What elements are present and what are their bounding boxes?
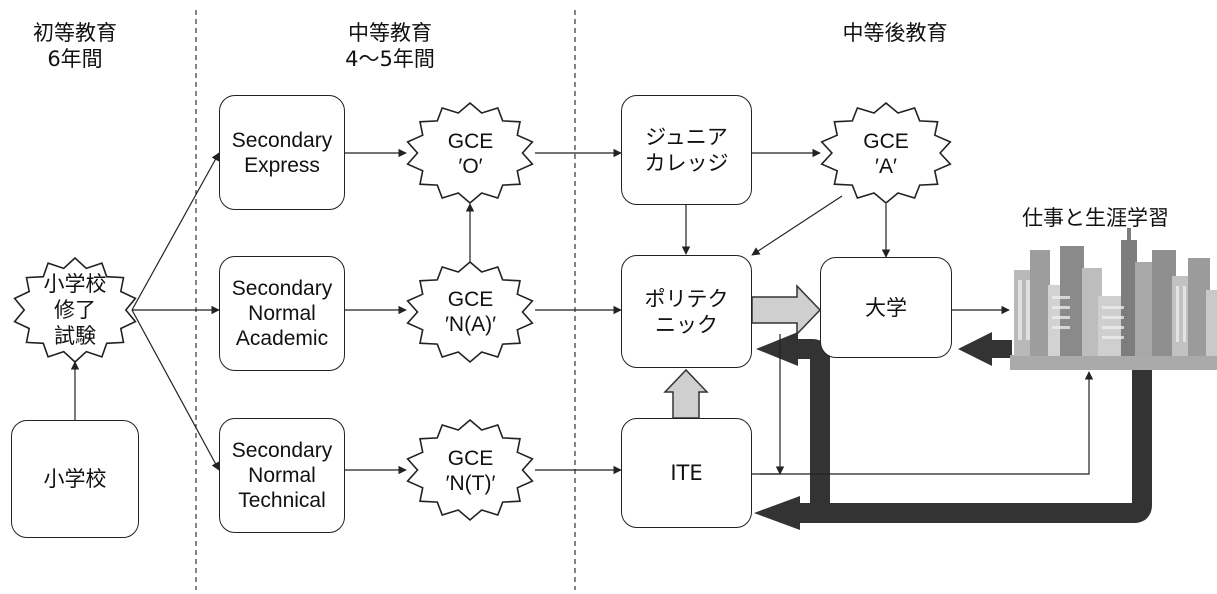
- header-line: 初等教育: [33, 21, 117, 45]
- header-line: 中等後教育: [842, 21, 948, 45]
- thick-arrow-work-to-university: [958, 332, 1012, 366]
- arrow-psle-to-nt: [131, 309, 220, 471]
- gce-o-star: [406, 101, 534, 205]
- thick-return-arrow-work-to-ite: [754, 360, 1152, 530]
- gce-a-star: [820, 101, 952, 205]
- node-secondary-normal-technical: Secondary Normal Technical: [219, 418, 345, 533]
- column-header-primary: 初等教育 6年間: [0, 20, 150, 72]
- city-skyline-icon: [1010, 228, 1217, 370]
- header-line: 4～5年間: [345, 47, 435, 71]
- arrow-psle-to-express: [131, 152, 220, 311]
- psle-star: [13, 256, 137, 364]
- node-label: ニック: [655, 312, 718, 337]
- node-label: Express: [244, 153, 320, 177]
- node-label: カレッジ: [644, 151, 729, 175]
- node-label: Normal: [248, 464, 316, 487]
- node-label: 大学: [865, 295, 907, 320]
- node-label: 小学校: [43, 467, 107, 491]
- node-polytechnic: ポリテク ニック: [621, 255, 752, 368]
- node-label: ITE: [670, 461, 703, 485]
- node-university: 大学: [820, 257, 952, 358]
- node-primary-school: 小学校: [11, 420, 139, 538]
- grey-arrow-poly-to-university: [751, 284, 822, 336]
- column-header-post-secondary: 中等後教育: [805, 20, 985, 46]
- node-label: Secondary: [231, 128, 333, 152]
- node-secondary-normal-academic: Secondary Normal Academic: [219, 256, 345, 371]
- grey-arrow-ite-to-poly: [663, 368, 709, 419]
- node-junior-college: ジュニア カレッジ: [621, 95, 752, 205]
- node-secondary-express: Secondary Express: [219, 95, 345, 210]
- header-line: 中等教育: [348, 21, 432, 45]
- gce-nt-star: [406, 418, 534, 522]
- column-header-secondary: 中等教育 4～5年間: [300, 20, 480, 72]
- arrow-ite-to-work: [752, 371, 1094, 475]
- node-label: Secondary: [231, 439, 333, 462]
- header-line: 6年間: [47, 47, 103, 71]
- node-label: ジュニア: [645, 125, 728, 149]
- node-label: ポリテク: [644, 286, 729, 311]
- node-label: Technical: [238, 489, 326, 512]
- node-label: Secondary: [231, 277, 333, 300]
- node-label: Academic: [235, 327, 329, 350]
- work-label: 仕事と生涯学習: [1022, 206, 1169, 230]
- arrow-gce-a-to-poly: [751, 195, 843, 256]
- gce-na-star: [406, 260, 534, 364]
- node-label: Normal: [248, 302, 316, 325]
- thick-return-arrow-work-to-poly: [756, 332, 830, 520]
- node-ite: ITE: [621, 418, 752, 528]
